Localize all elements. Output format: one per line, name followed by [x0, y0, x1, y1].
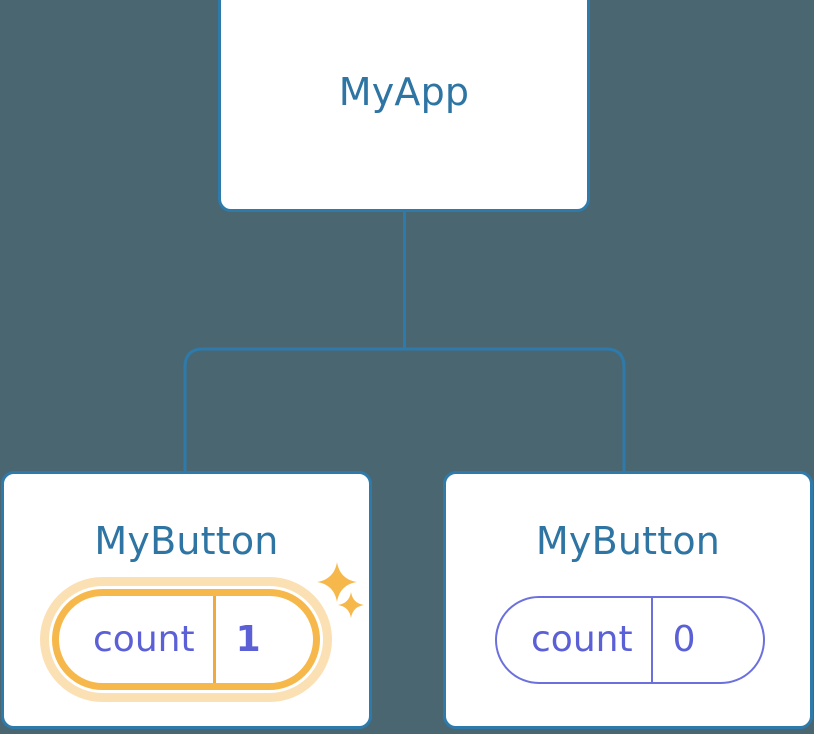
state-pill-left[interactable]: count 1 — [52, 589, 320, 690]
state-pill-right-value: 0 — [650, 598, 728, 682]
state-pill-right-key: count — [531, 619, 633, 660]
state-pill-left-value: 1 — [212, 596, 293, 683]
mybutton-node-right-title: MyButton — [535, 519, 721, 563]
state-pill-right-wrapper: count 0 — [495, 596, 765, 684]
state-pill-left-key: count — [93, 618, 195, 660]
connector-branch-bus — [183, 347, 626, 471]
mybutton-node-left-title: MyButton — [94, 519, 279, 563]
myapp-node-title: MyApp — [338, 70, 470, 114]
state-pill-glow — [40, 577, 332, 702]
state-pill-left-wrapper: count 1 — [52, 589, 320, 690]
state-pill-right[interactable]: count 0 — [495, 596, 765, 684]
myapp-node[interactable]: MyApp — [218, 0, 590, 212]
